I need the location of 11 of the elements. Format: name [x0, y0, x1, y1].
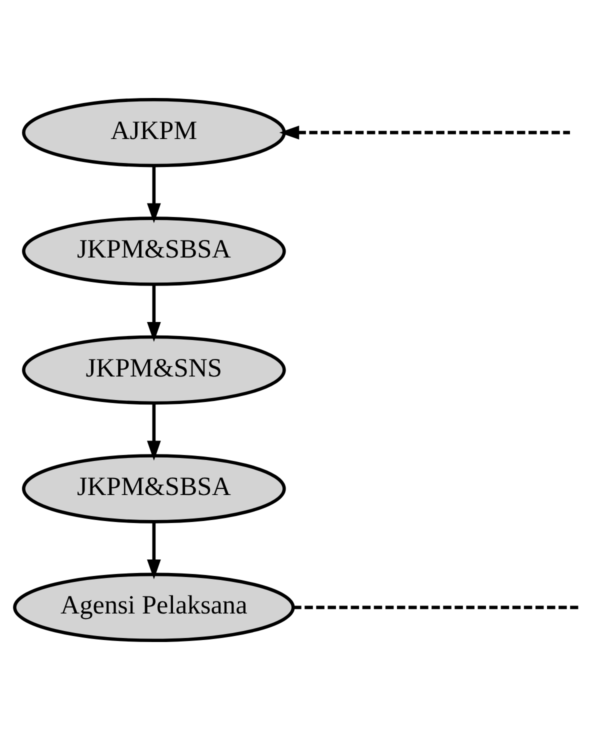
node-ellipse: Agensi Pelaksana — [13, 572, 295, 642]
arrow — [147, 403, 161, 461]
node-ellipse: JKPM&SBSA — [22, 216, 286, 286]
arrow — [147, 522, 161, 580]
arrow — [147, 284, 161, 342]
node-ellipse: JKPM&SNS — [22, 335, 286, 405]
node-ellipse: JKPM&SBSA — [22, 454, 286, 524]
connector — [293, 606, 578, 610]
node-ellipse: AJKPM — [22, 98, 286, 168]
arrow — [279, 126, 570, 140]
arrow — [147, 166, 161, 224]
